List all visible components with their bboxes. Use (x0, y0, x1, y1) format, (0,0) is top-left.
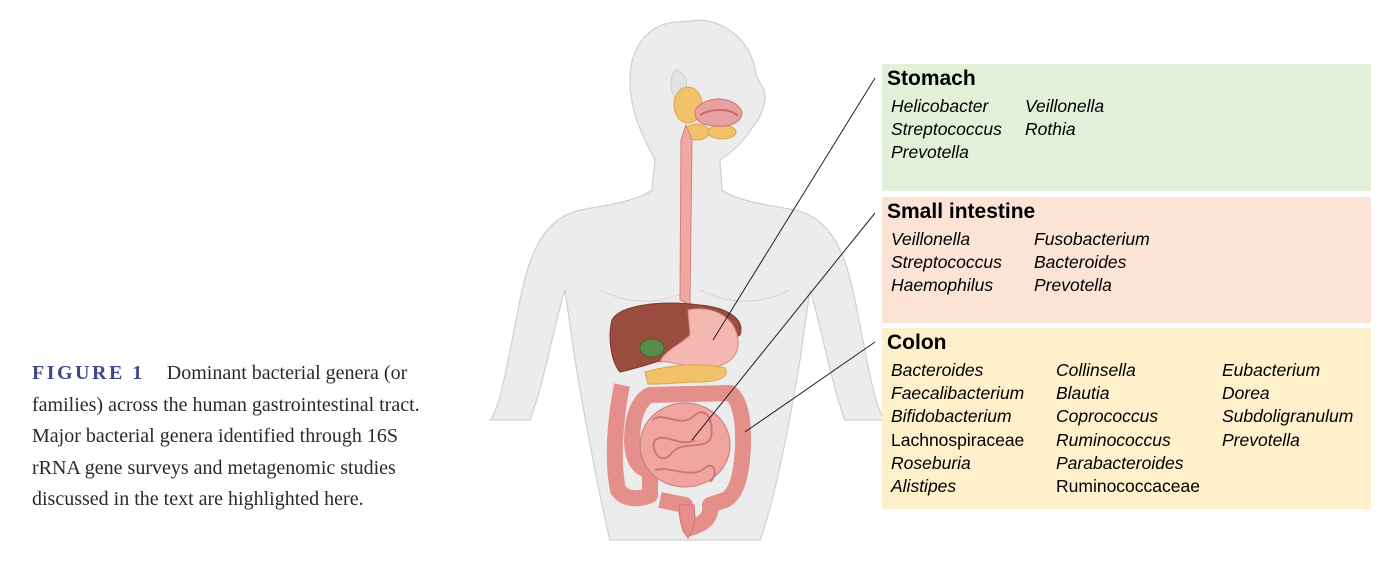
genus-label: Parabacteroides (1056, 452, 1184, 473)
family-label: Lachnospiraceae (891, 429, 1025, 450)
genus-label: Veillonella (1025, 96, 1105, 116)
caption-text: Dominant bacterial genera (or families) … (32, 362, 420, 510)
genus-label: Subdoligranulum (1222, 406, 1354, 427)
genus-label: Collinsella (1056, 360, 1136, 380)
genus-label: Dorea (1222, 383, 1270, 404)
figure-label: FIGURE 1 (32, 362, 145, 384)
genus-label: Veillonella (891, 229, 971, 249)
genus-label: Faecalibacterium (891, 383, 1025, 404)
genus-label: Streptococcus (891, 252, 1002, 273)
genus-label: Helicobacter (891, 96, 989, 116)
small-intestine-column-1: Veillonella Streptococcus Haemophilus (891, 228, 1034, 298)
genus-label: Ruminococcus (1056, 429, 1171, 450)
genus-label: Bifidobacterium (891, 406, 1012, 427)
small-intestine-panel: Small intestine Veillonella Streptococcu… (882, 197, 1371, 323)
small-intestine-title: Small intestine (887, 200, 1036, 223)
stomach-title: Stomach (887, 67, 976, 90)
rectum (679, 504, 696, 539)
colon-leader-line (744, 341, 876, 433)
genus-label: Coprococcus (1056, 406, 1159, 427)
stomach-column-1: Helicobacter Streptococcus Prevotella (891, 95, 1025, 165)
genus-label: Eubacterium (1222, 360, 1321, 380)
gallbladder (639, 338, 665, 358)
genus-label: Alistipes (891, 476, 957, 497)
genus-label: Blautia (1056, 383, 1110, 404)
family-label: Ruminococcaceae (1056, 476, 1200, 497)
small-intestine-leader-line (691, 212, 876, 441)
genus-label: Fusobacterium (1034, 229, 1150, 249)
colon-panel: Colon Bacteroides Faecalibacterium Bifid… (882, 328, 1371, 509)
oral-cavity (673, 86, 743, 141)
genus-label: Prevotella (1222, 429, 1300, 450)
genus-label: Prevotella (891, 142, 969, 163)
genus-label: Streptococcus (891, 119, 1002, 140)
colon-title: Colon (887, 331, 947, 354)
esophagus (679, 123, 693, 306)
large-intestine (606, 383, 752, 536)
genus-label: Bacteroides (891, 360, 984, 380)
genus-label: Rothia (1025, 119, 1076, 140)
colon-column-1: Bacteroides Faecalibacterium Bifidobacte… (891, 359, 1056, 498)
genus-label: Prevotella (1034, 275, 1112, 296)
pancreas (644, 364, 727, 385)
small-intestine-column-2: Fusobacterium Bacteroides Prevotella (1034, 228, 1150, 298)
stomach-column-2: Veillonella Rothia (1025, 95, 1104, 165)
colon-column-2: Collinsella Blautia Coprococcus Ruminoco… (1056, 359, 1222, 498)
stomach-leader-line (712, 77, 876, 341)
genus-label: Haemophilus (891, 275, 994, 296)
stomach-panel: Stomach Helicobacter Streptococcus Prevo… (882, 64, 1371, 191)
colon-column-3: Eubacterium Dorea Subdoligranulum Prevot… (1222, 359, 1353, 498)
genus-label: Roseburia (891, 452, 971, 473)
genus-label: Bacteroides (1034, 252, 1127, 273)
